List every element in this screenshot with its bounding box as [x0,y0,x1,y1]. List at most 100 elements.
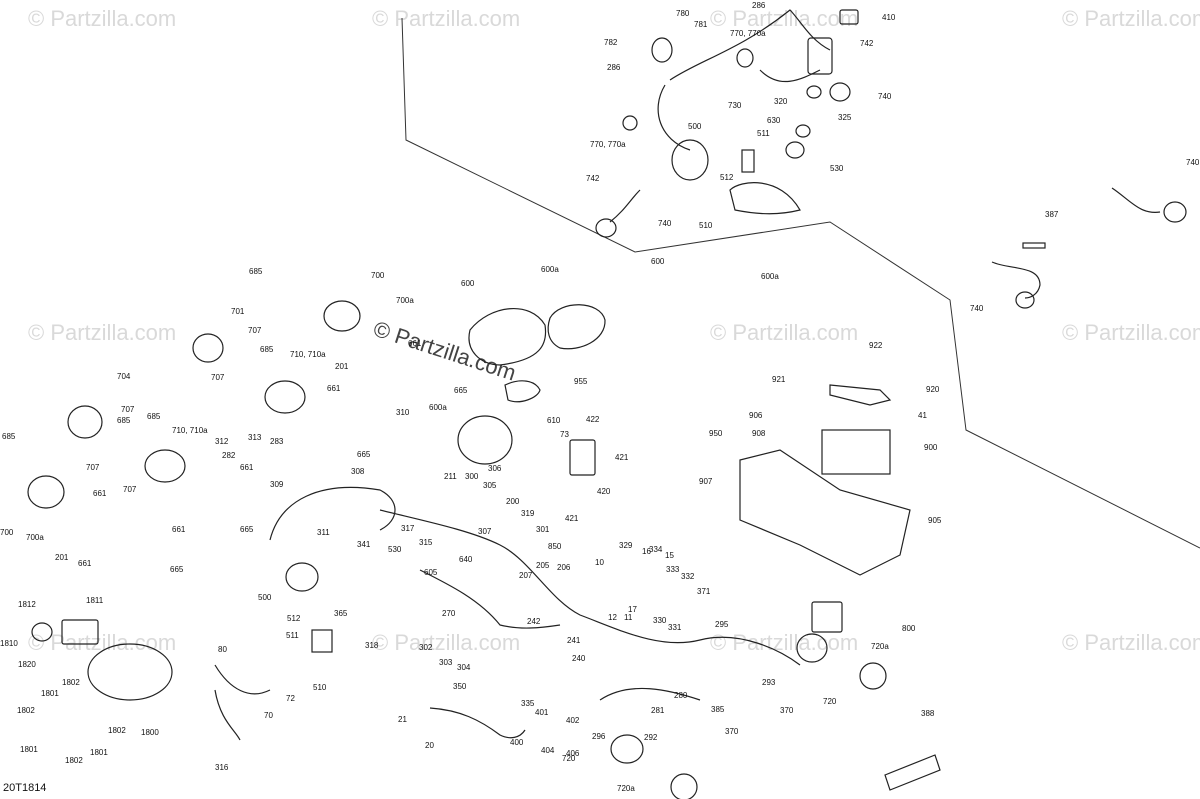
part-label: 661 [172,525,186,534]
part-label: 742 [860,39,874,48]
part-label: 665 [170,565,184,574]
part-label: 211 [444,472,457,481]
harness-740-mid [991,261,1041,299]
part-1800 [87,643,173,701]
watermark: © Partzilla.com [710,6,859,31]
part-label: 512 [720,173,734,182]
part-label: 720 [562,754,576,763]
part-label: 1801 [20,745,38,754]
part-label: 1801 [90,748,108,757]
part-511 [741,149,755,173]
part-label: 286 [752,1,766,10]
part-label: 332 [681,572,695,581]
part-label: 302 [419,643,433,652]
part-label: 282 [222,451,236,460]
part-label: 421 [565,514,579,523]
part-label: 955 [574,377,588,386]
part-label: 707 [123,485,137,494]
part-label: 300 [465,472,479,481]
harness-20 [429,707,526,739]
part-label: 740 [878,92,892,101]
part-740-mid [1015,291,1035,309]
watermark: © Partzilla.com [372,630,521,655]
part-label: 200 [506,497,520,506]
part-500-top [671,139,709,181]
part-label: 312 [215,437,229,446]
watermark: © Partzilla.com [1062,630,1200,655]
part-label: 1802 [65,756,83,765]
part-label: 510 [313,683,327,692]
part-label: 707 [121,405,135,414]
part-label: 283 [270,437,284,446]
part-label: 685 [2,432,16,441]
part-shapes [27,9,1187,799]
part-label: 201 [55,553,69,562]
part-label: 320 [774,97,788,106]
harness-740-left [609,189,641,223]
part-label: 530 [830,164,844,173]
part-920 [829,384,892,406]
part-label: 306 [488,464,502,473]
part-label: 661 [93,489,107,498]
part-label: 907 [699,477,713,486]
part-label: 242 [527,617,541,626]
part-800 [811,601,843,633]
diagram-code: 20T1814 [3,782,47,794]
part-label: 303 [439,658,453,667]
part-label: 206 [557,563,571,572]
part-label: 270 [442,609,456,618]
part-label: 511 [757,129,770,138]
part-510 [311,629,333,653]
part-label: 20 [425,741,434,750]
part-label: 922 [869,341,883,350]
part-label: 770, 770a [590,140,626,149]
part-label: 782 [604,38,618,47]
part-label: 370 [780,706,794,715]
part-label: 421 [615,453,629,462]
part-label: 685 [147,412,161,421]
part-label: 921 [772,375,786,384]
part-label: 388 [921,709,935,718]
part-label: 530 [388,545,402,554]
part-label: 800 [902,624,916,633]
part-500 [285,562,319,592]
part-label: 308 [351,467,365,476]
part-label: 15 [665,551,674,560]
part-780 [651,37,673,63]
part-label: 341 [357,540,371,549]
watermark: © Partzilla.com [710,630,859,655]
part-label: 500 [688,122,702,131]
part-label: 371 [697,587,711,596]
part-label: 201 [335,362,349,371]
part-label: 1800 [141,728,159,737]
part-label: 661 [78,559,92,568]
harness-80 [214,664,271,741]
watermark: © Partzilla.com [1062,320,1200,345]
part-label: 73 [560,430,569,439]
part-900 [821,429,891,475]
part-740-left [595,218,617,238]
part-label: 707 [248,326,262,335]
part-label: 661 [240,463,254,472]
part-label: 740 [658,219,672,228]
part-label: 630 [767,116,781,125]
watermark: © Partzilla.com [28,320,177,345]
part-label: 325 [838,113,852,122]
harness-top [657,69,821,151]
part-label: 740 [1186,158,1200,167]
part-label: 400 [510,738,524,747]
part-label: 316 [215,763,229,772]
part-label: 661 [327,384,341,393]
part-label: 850 [548,542,562,551]
part-label: 17 [628,605,637,614]
part-label: 908 [752,429,766,438]
part-740-top [829,82,851,102]
harness-281 [599,687,701,701]
part-label: 1802 [108,726,126,735]
part-701 [192,333,224,363]
part-label: 1810 [0,639,18,648]
part-label: 80 [218,645,227,654]
part-label: 685 [249,267,263,276]
